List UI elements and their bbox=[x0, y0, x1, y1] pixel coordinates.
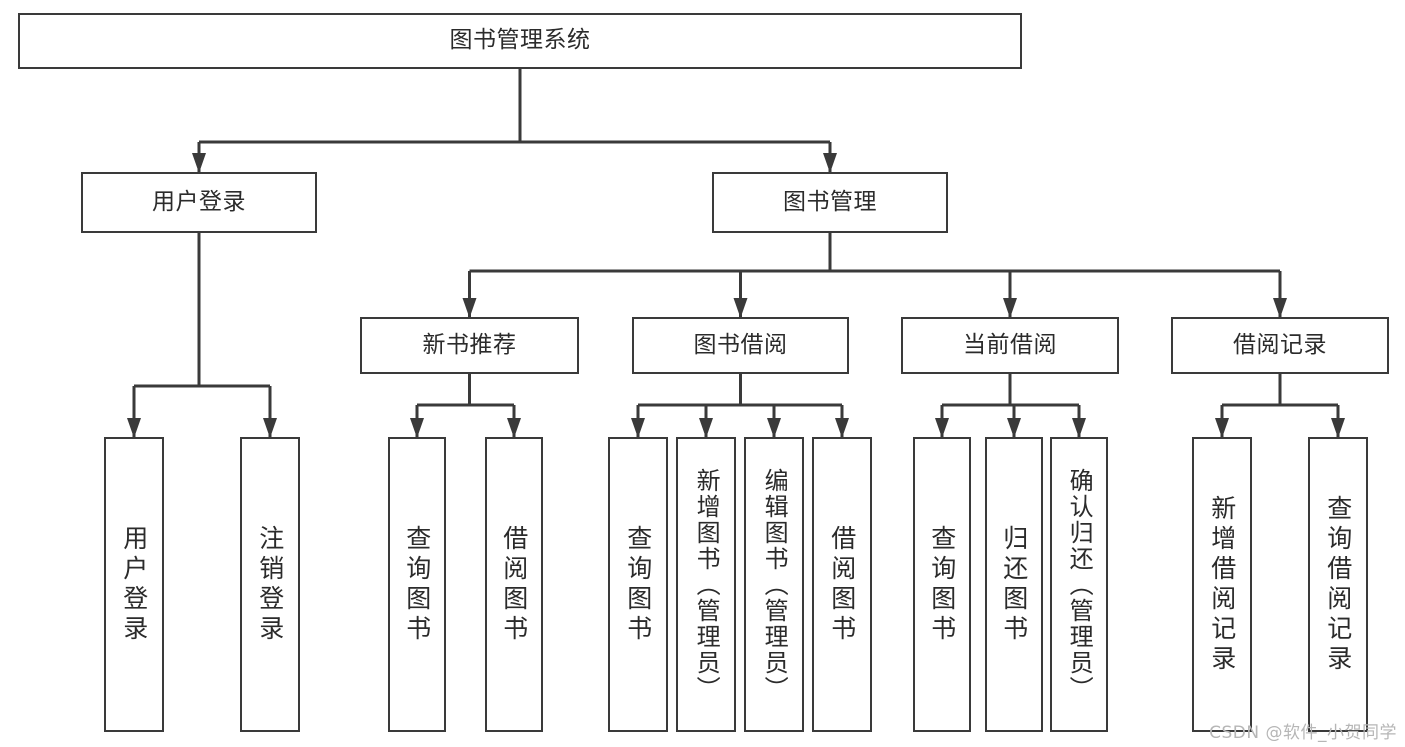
leaf-add-book-admin[interactable]: 新增图书（管理员） bbox=[676, 437, 736, 732]
node-label: 借阅图书 bbox=[499, 524, 529, 645]
node-label: 新增图书（管理员） bbox=[692, 467, 721, 702]
node-label: 当前借阅 bbox=[963, 331, 1057, 358]
node-label: 用户登录 bbox=[152, 188, 246, 215]
node-new-book-recommend[interactable]: 新书推荐 bbox=[360, 317, 579, 374]
csdn-watermark: CSDN @软件_小贺同学 bbox=[1209, 723, 1397, 743]
node-label: 用户登录 bbox=[119, 524, 149, 645]
leaf-query-book-recommend[interactable]: 查询图书 bbox=[388, 437, 446, 732]
node-label: 新增借阅记录 bbox=[1207, 494, 1237, 675]
node-label: 新书推荐 bbox=[422, 331, 517, 358]
node-label: 图书借阅 bbox=[693, 331, 788, 358]
leaf-user-login[interactable]: 用户登录 bbox=[104, 437, 164, 732]
node-label: 借阅图书 bbox=[827, 524, 857, 645]
leaf-add-borrow-record[interactable]: 新增借阅记录 bbox=[1192, 437, 1252, 732]
node-label: 注销登录 bbox=[255, 524, 285, 645]
node-book-management[interactable]: 图书管理 bbox=[712, 172, 948, 233]
node-book-borrow[interactable]: 图书借阅 bbox=[632, 317, 849, 374]
leaf-query-book-borrow[interactable]: 查询图书 bbox=[608, 437, 668, 732]
node-label: 查询借阅记录 bbox=[1323, 494, 1353, 675]
node-user-login[interactable]: 用户登录 bbox=[81, 172, 317, 233]
leaf-query-book-current[interactable]: 查询图书 bbox=[913, 437, 971, 732]
leaf-borrow-book-recommend[interactable]: 借阅图书 bbox=[485, 437, 543, 732]
node-root-system[interactable]: 图书管理系统 bbox=[18, 13, 1022, 69]
node-label: 确认归还（管理员） bbox=[1065, 467, 1094, 702]
leaf-user-logout[interactable]: 注销登录 bbox=[240, 437, 300, 732]
node-label: 借阅记录 bbox=[1233, 331, 1327, 358]
node-label: 归还图书 bbox=[999, 524, 1029, 645]
node-label: 查询图书 bbox=[927, 524, 957, 645]
node-label: 查询图书 bbox=[402, 524, 432, 645]
leaf-return-book[interactable]: 归还图书 bbox=[985, 437, 1043, 732]
node-borrow-record[interactable]: 借阅记录 bbox=[1171, 317, 1389, 374]
node-label: 图书管理 bbox=[783, 188, 877, 215]
node-label: 图书管理系统 bbox=[449, 27, 591, 54]
node-label: 查询图书 bbox=[623, 524, 653, 645]
leaf-confirm-return-admin[interactable]: 确认归还（管理员） bbox=[1050, 437, 1108, 732]
leaf-query-borrow-record[interactable]: 查询借阅记录 bbox=[1308, 437, 1368, 732]
node-label: 编辑图书（管理员） bbox=[760, 467, 789, 702]
leaf-borrow-book[interactable]: 借阅图书 bbox=[812, 437, 872, 732]
leaf-edit-book-admin[interactable]: 编辑图书（管理员） bbox=[744, 437, 804, 732]
node-current-borrow[interactable]: 当前借阅 bbox=[901, 317, 1119, 374]
